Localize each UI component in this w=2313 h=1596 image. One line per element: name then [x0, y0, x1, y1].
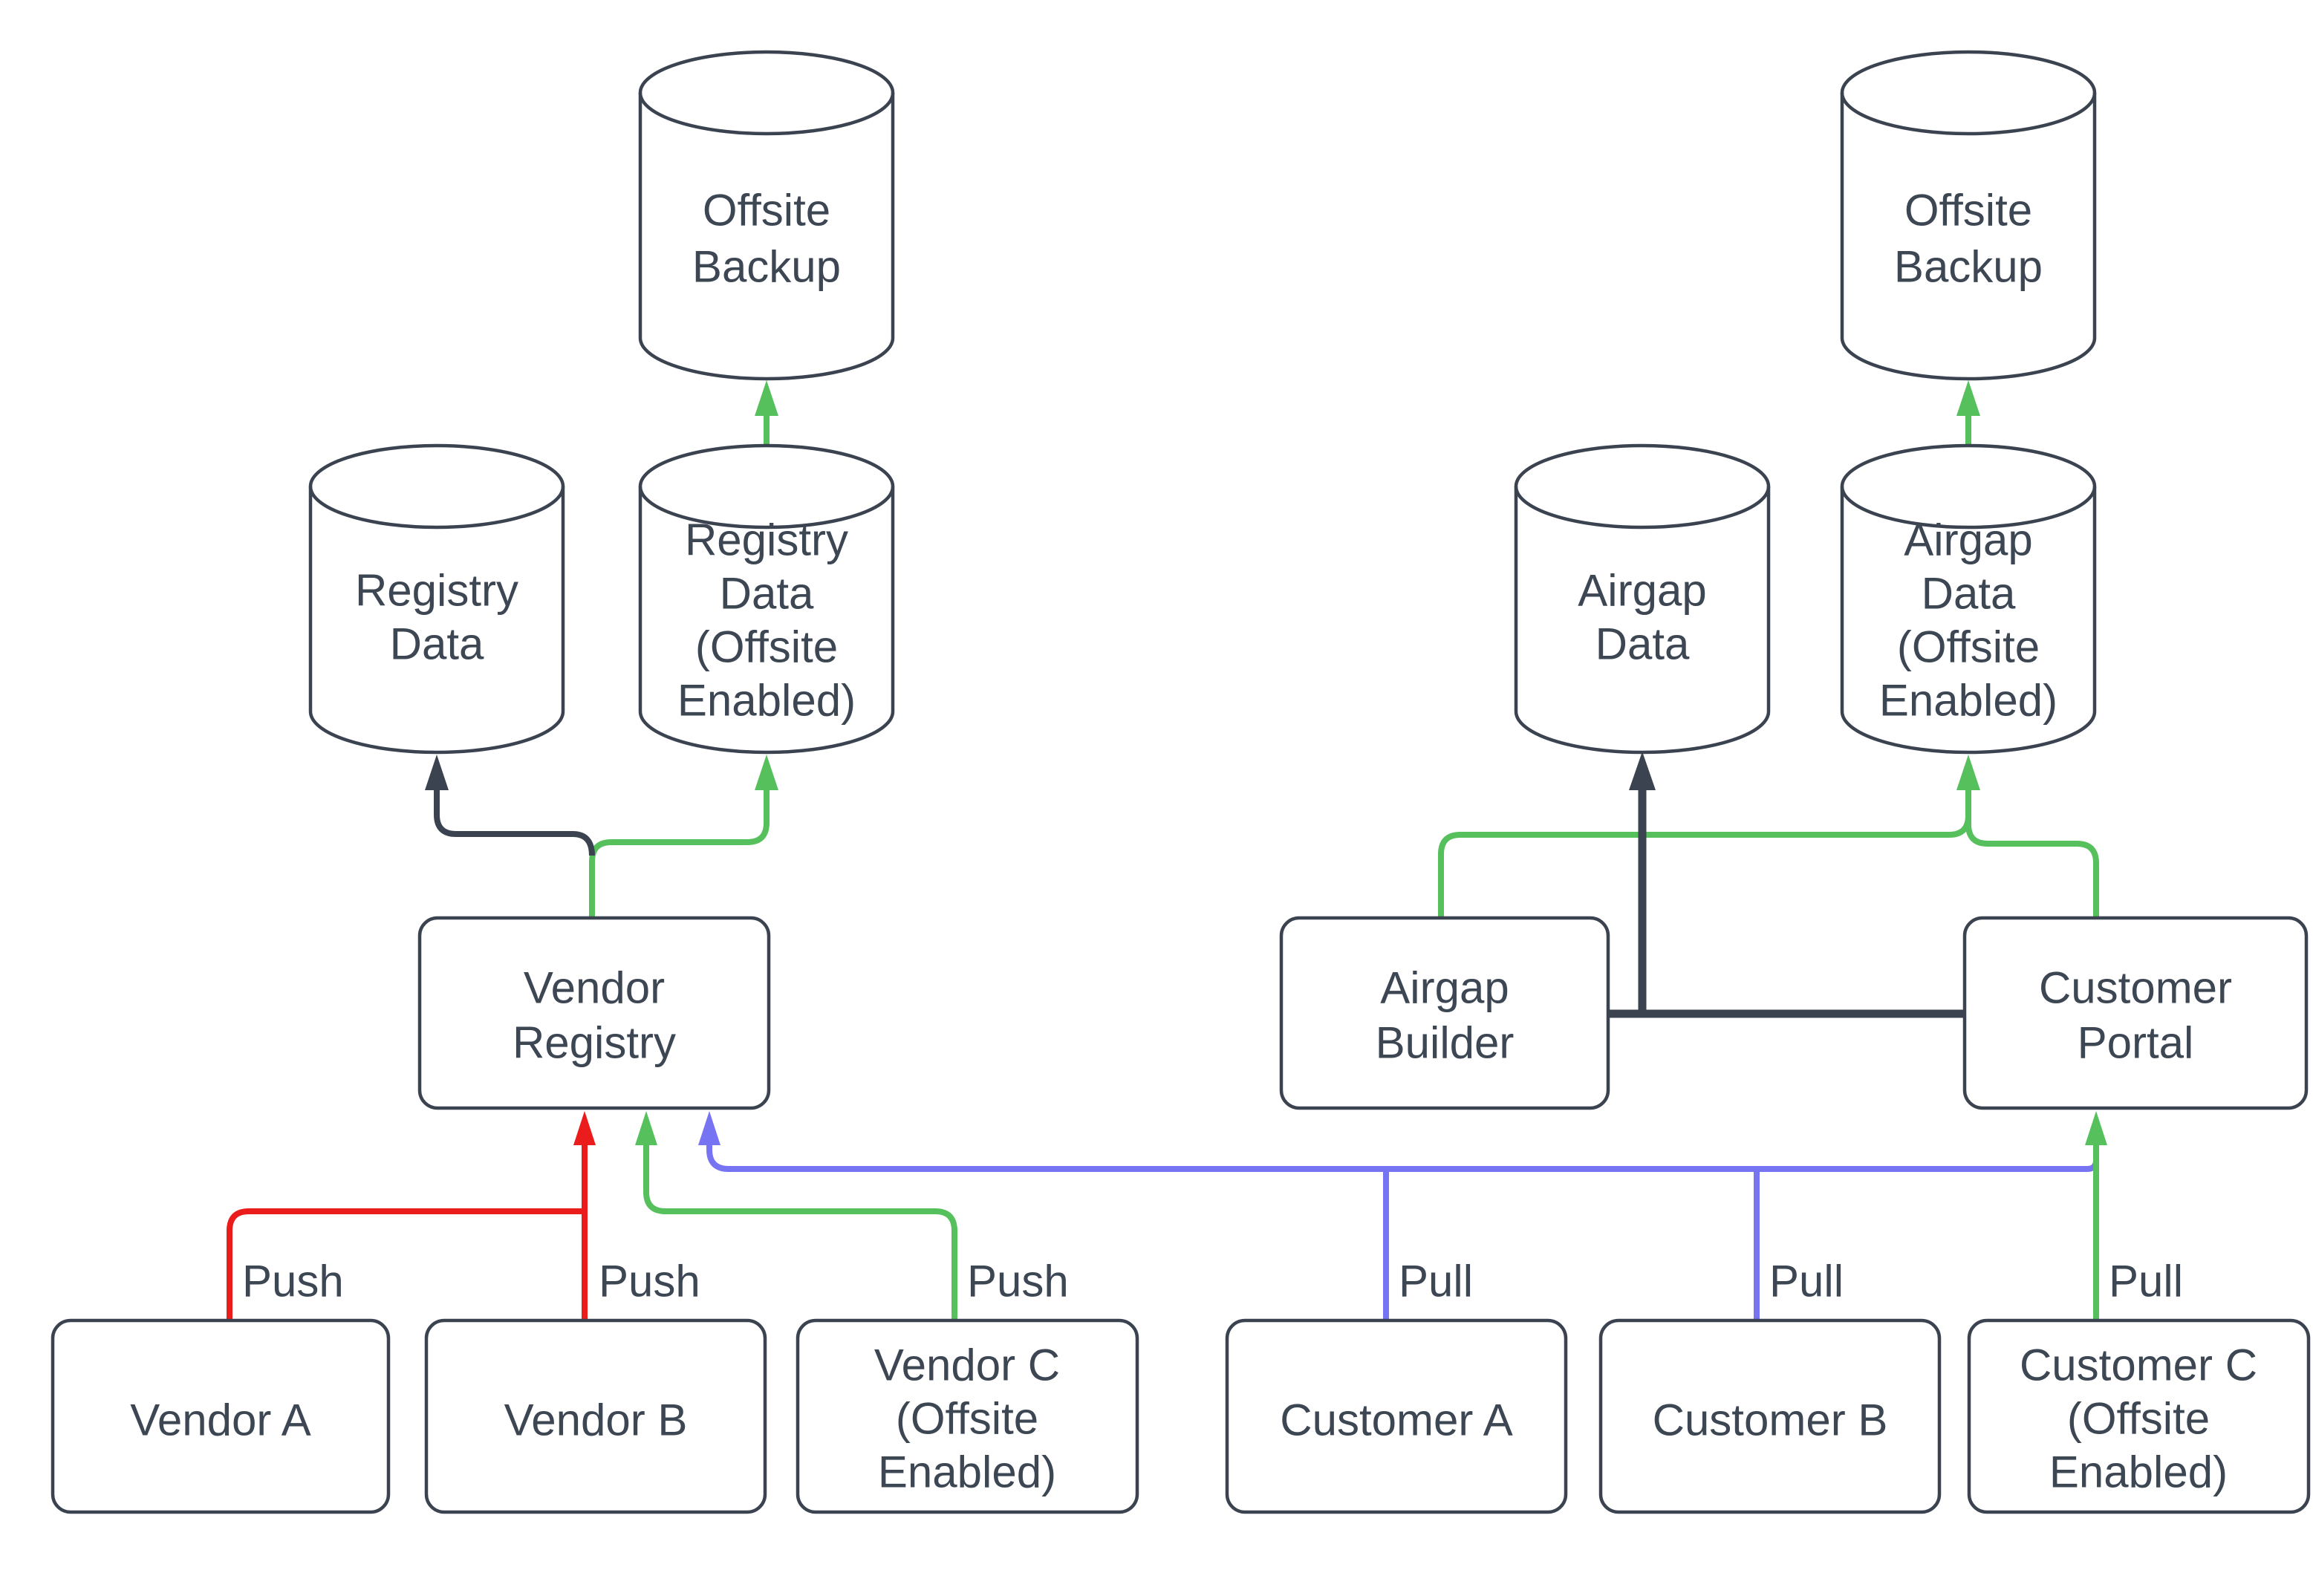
edge-airgap-offsite-to-backup — [1956, 380, 1980, 446]
node-label-line: Vendor C — [874, 1341, 1060, 1390]
node-label-line: Data — [720, 569, 814, 619]
edge-label-pull-customer-b: Pull — [1769, 1257, 1844, 1306]
edge-builder-portal-to-airgap-data — [1608, 752, 1965, 1018]
node-label-line: Customer — [2039, 963, 2232, 1013]
node-label-line: Backup — [692, 242, 841, 292]
edge-label-push-vendor-c: Push — [967, 1257, 1069, 1306]
arrowhead-up-icon — [698, 1111, 720, 1145]
edge-label-push-vendor-a: Push — [242, 1257, 344, 1306]
edge-line — [1438, 789, 1971, 918]
cylinder-rim — [308, 486, 565, 530]
node-label-line: Registry — [513, 1018, 676, 1068]
cylinder-airgap-data-offsite: Airgap Data (Offsite Enabled) — [1840, 443, 2097, 755]
box-shape — [1225, 1318, 1568, 1514]
cylinder-registry-data: Registry Data — [308, 443, 565, 755]
edge-vendors-push-to-vendor-registry — [227, 1111, 596, 1320]
node-label-line: Enabled) — [2049, 1447, 2228, 1497]
edge-label-pull-customer-a: Pull — [1399, 1257, 1473, 1306]
edge-airgap-builder-to-airgap-data-offsite — [1438, 755, 1980, 918]
node-label-line: Enabled) — [878, 1447, 1056, 1497]
node-label-line: Airgap — [1380, 963, 1509, 1013]
arrowhead-up-icon — [635, 1111, 657, 1145]
node-label-line: Enabled) — [1879, 676, 2057, 726]
box-shape — [1962, 916, 2309, 1110]
cylinder-registry-data-offsite: Registry Data (Offsite Enabled) — [638, 443, 895, 755]
node-label-line: Vendor — [524, 963, 665, 1013]
node-label-line: Offsite — [1904, 186, 2032, 235]
node-label-line: Customer A — [1280, 1395, 1512, 1445]
cylinder-body — [1840, 50, 2097, 381]
arrowhead-up-icon — [1956, 380, 1980, 416]
box-vendor-a: Vendor A — [51, 1318, 391, 1514]
node-label-line: (Offsite — [695, 622, 838, 672]
box-shape — [417, 916, 771, 1110]
edge-vendor-registry-to-registry-data-offsite — [589, 755, 778, 918]
node-label-line: Offsite — [703, 186, 830, 235]
box-vendor-registry: Vendor Registry — [417, 916, 771, 1110]
edge-line — [589, 789, 770, 918]
cylinder-offsite-backup-left: Offsite Backup — [638, 50, 895, 381]
edge-vendor-registry-to-registry-data — [425, 755, 595, 856]
node-label-line: Backup — [1894, 242, 2043, 292]
edge-label-pull-customer-c: Pull — [2109, 1257, 2183, 1306]
node-label-line: (Offsite — [896, 1394, 1038, 1444]
node-label-line: Registry — [355, 566, 518, 616]
box-shape — [796, 1318, 1139, 1514]
node-label-line: Data — [390, 619, 484, 669]
box-airgap-builder: Airgap Builder — [1279, 916, 1610, 1110]
box-customer-b: Customer B — [1598, 1318, 1942, 1514]
node-label-line: (Offsite — [1897, 622, 2040, 672]
node-label-line: (Offsite — [2067, 1394, 2210, 1444]
arrowhead-up-icon — [1956, 755, 1980, 790]
arrowhead-up-icon — [573, 1111, 596, 1145]
edge-line — [706, 1145, 2099, 1172]
box-shape — [1598, 1318, 1942, 1514]
box-customer-portal: Customer Portal — [1962, 916, 2309, 1110]
node-label-line: Data — [1595, 619, 1690, 669]
box-shape — [424, 1318, 767, 1514]
edge-line — [1965, 793, 2099, 918]
edge-vendor-c-push-to-vendor-registry — [635, 1111, 957, 1320]
cylinder-rim — [638, 92, 895, 136]
edge-line-vendor-a — [227, 1208, 585, 1320]
node-label-line: Registry — [685, 515, 848, 565]
node-label-line: Customer C — [2020, 1341, 2257, 1390]
box-customer-a: Customer A — [1225, 1318, 1568, 1514]
arrowhead-up-icon — [425, 755, 449, 790]
arrowhead-up-icon — [2085, 1111, 2107, 1145]
edge-customer-c-pull-to-customer-portal — [2085, 1111, 2107, 1320]
edge-line — [643, 1145, 957, 1320]
node-label-line: Builder — [1376, 1018, 1515, 1068]
node-label-line: Airgap — [1578, 566, 1706, 616]
arrowhead-up-icon — [755, 380, 778, 416]
cylinder-airgap-data: Airgap Data — [1514, 443, 1771, 755]
edge-registry-offsite-to-backup — [755, 380, 778, 446]
cylinder-rim — [1840, 92, 2097, 136]
node-label-line: Vendor B — [504, 1395, 688, 1445]
node-label-line: Airgap — [1904, 515, 2032, 565]
box-vendor-b: Vendor B — [424, 1318, 767, 1514]
cylinder-rim — [1514, 486, 1771, 530]
edge-customers-pull-to-vendor-registry — [698, 1111, 2099, 1320]
node-label-line: Vendor A — [130, 1395, 311, 1445]
node-label-line: Customer B — [1653, 1395, 1888, 1445]
arrowhead-up-icon — [1629, 752, 1656, 790]
arrowhead-up-icon — [755, 755, 778, 790]
edge-customer-portal-to-airgap-data-offsite — [1965, 793, 2099, 918]
cylinder-body — [638, 50, 895, 381]
cylinder-offsite-backup-right: Offsite Backup — [1840, 50, 2097, 381]
cylinder-rim — [1840, 486, 2097, 530]
edge-label-push-vendor-b: Push — [599, 1257, 700, 1306]
cylinder-rim — [638, 486, 895, 530]
edge-line — [434, 789, 595, 856]
box-shape — [1967, 1318, 2311, 1514]
node-label-line: Data — [1922, 569, 2016, 619]
node-label-line: Enabled) — [677, 676, 856, 726]
box-customer-c: Customer C (Offsite Enabled) — [1967, 1318, 2311, 1514]
box-vendor-c: Vendor C (Offsite Enabled) — [796, 1318, 1139, 1514]
box-shape — [51, 1318, 391, 1514]
box-shape — [1279, 916, 1610, 1110]
node-label-line: Portal — [2078, 1018, 2194, 1068]
